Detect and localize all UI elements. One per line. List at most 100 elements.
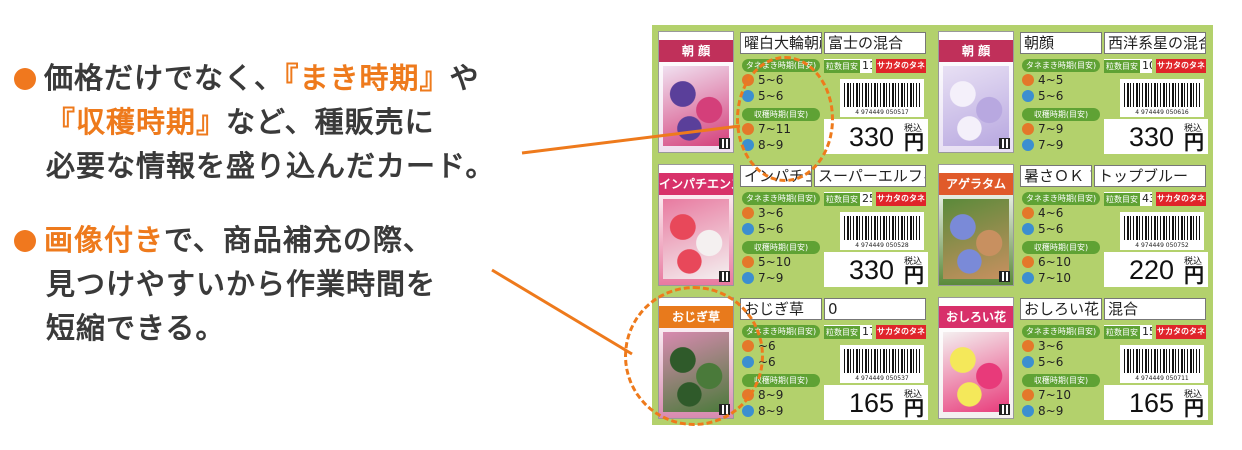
text-run: や (449, 61, 480, 95)
packet-title: インパチエンス (659, 173, 733, 195)
yen-symbol: 円 (1184, 263, 1204, 287)
sowing-label: タネまき時期(目安) (742, 192, 820, 205)
tax-included-label: 税込 (1183, 390, 1202, 400)
period-value: 3~6 (758, 206, 784, 220)
region-cool-icon (742, 223, 754, 235)
seed-count-label: 粒数目安 (1104, 193, 1140, 206)
callout-line: 価格だけでなく、『まき時期』や (14, 56, 495, 100)
seed-count-label: 粒数目安 (824, 60, 860, 73)
sowing-period: 3~6 (1022, 338, 1100, 354)
yen-symbol: 円 (904, 263, 924, 287)
product-name: おじぎ草 (740, 298, 822, 320)
yen-symbol: 円 (1184, 130, 1204, 154)
packet-title: アゲラタム (939, 173, 1013, 195)
barcode-number: 4 974449 050517 (855, 109, 909, 116)
qr-code-icon (999, 404, 1010, 415)
harvest-period: 7~9 (742, 270, 820, 286)
price-value: 220 (1128, 255, 1174, 285)
product-name: 朝顔 (1020, 32, 1102, 54)
harvest-period: 7~10 (1022, 270, 1100, 286)
sowing-period: 5~6 (1022, 221, 1100, 237)
sowing-label: タネまき時期(目安) (742, 325, 820, 338)
seed-count: 粒数目安17 粒 (824, 325, 872, 339)
callout-line: 短縮できる。 (14, 306, 436, 350)
brand-badge: サカタのタネ (1156, 59, 1206, 73)
callout-line: 見つけやすいから作業時間を (14, 262, 436, 306)
seed-count-value: 17 粒 (862, 325, 872, 338)
barcode: 4 974449 050616 (1120, 79, 1204, 117)
text-run: 『まき時期』 (284, 61, 450, 95)
seed-count-label: 粒数目安 (1104, 326, 1140, 339)
qr-code-icon (999, 271, 1010, 282)
flower-photo (943, 199, 1009, 279)
yen-symbol: 円 (904, 130, 924, 154)
brand-badge: サカタのタネ (876, 192, 926, 206)
text-run: など、種販売に (226, 105, 435, 139)
region-warm-icon (1022, 123, 1034, 135)
barcode-bars-icon (1124, 83, 1200, 107)
region-cool-icon (1022, 139, 1034, 151)
period-value: 3~6 (1038, 339, 1064, 353)
region-cool-icon (742, 272, 754, 284)
seed-count-value: 25 粒 (862, 192, 872, 205)
period-value: 7~9 (1038, 138, 1064, 152)
brand-badge: サカタのタネ (876, 325, 926, 339)
region-cool-icon (742, 405, 754, 417)
region-warm-icon (742, 207, 754, 219)
harvest-label: 収穫時期(目安) (742, 374, 820, 387)
text-run: 見つけやすいから作業時間を (46, 267, 437, 301)
harvest-label: 収穫時期(目安) (1022, 241, 1100, 254)
callout-line: 必要な情報を盛り込んだカード。 (14, 144, 495, 188)
text-run: 短縮できる。 (46, 311, 226, 345)
period-value: 5~6 (1038, 222, 1064, 236)
text-run: 必要な情報を盛り込んだカード。 (46, 149, 496, 183)
tax-included-label: 税込 (1183, 124, 1202, 134)
period-value: 8~9 (1038, 404, 1064, 418)
sowing-period: 3~6 (742, 205, 820, 221)
region-cool-icon (1022, 90, 1034, 102)
callout-line: 『収穫時期』など、種販売に (14, 100, 495, 144)
barcode: 4 974449 050711 (1120, 345, 1204, 383)
bullet-icon (14, 68, 36, 90)
seed-count: 粒数目安25 粒 (824, 192, 872, 206)
brand-badge: サカタのタネ (876, 59, 926, 73)
yen-symbol: 円 (904, 396, 924, 420)
brand-badge: サカタのタネ (1156, 192, 1206, 206)
price-box: 330 税込円 (1104, 119, 1208, 154)
period-value: 5~6 (1038, 89, 1064, 103)
qr-code-icon (719, 271, 730, 282)
barcode-bars-icon (1124, 216, 1200, 240)
seed-count-value: 15 粒 (1142, 325, 1152, 338)
yen-symbol: 円 (1184, 396, 1204, 420)
barcode-bars-icon (844, 83, 920, 107)
barcode: 4 974449 050528 (840, 212, 924, 250)
seed-count-label: 粒数目安 (1104, 60, 1140, 73)
harvest-period: 8~9 (1022, 403, 1100, 419)
harvest-period: 7~9 (1022, 121, 1100, 137)
packet-title: 朝 顔 (659, 40, 733, 62)
packet-title: おしろい花 (939, 306, 1013, 328)
barcode-number: 4 974449 050711 (1135, 375, 1189, 382)
highlight-image-circle (624, 286, 764, 426)
seed-count-value: 43 粒 (1142, 192, 1152, 205)
period-value: 7~9 (758, 271, 784, 285)
seed-packet-image: 朝 顔 (658, 31, 734, 153)
tax-included-label: 税込 (903, 124, 922, 134)
sowing-period: 4~6 (1022, 205, 1100, 221)
sowing-period: 5~6 (1022, 88, 1100, 104)
callout-image-benefit: 画像付きで、商品補充の際、 見つけやすいから作業時間を 短縮できる。 (14, 218, 436, 350)
price-value: 330 (1128, 122, 1174, 152)
sowing-label: タネまき時期(目安) (1022, 59, 1100, 72)
callout-line: 画像付きで、商品補充の際、 (14, 218, 436, 262)
harvest-period: 7~10 (1022, 387, 1100, 403)
region-warm-icon (1022, 340, 1034, 352)
product-variety: トップブルー (1094, 165, 1206, 187)
